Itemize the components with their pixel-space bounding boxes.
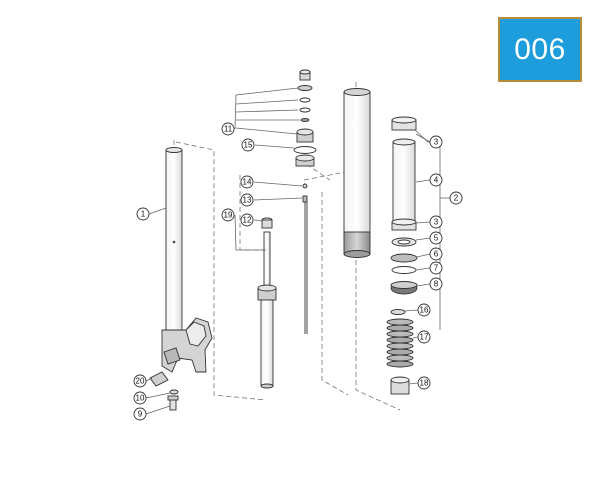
svg-text:18: 18 (420, 379, 429, 388)
callout-1: 1 (136, 207, 150, 221)
svg-text:15: 15 (244, 141, 253, 150)
svg-text:16: 16 (420, 306, 429, 315)
callout-8: 8 (429, 277, 443, 291)
callout-3-bottom: 3 (429, 215, 443, 229)
callout-17: 17 (417, 330, 431, 344)
svg-text:1: 1 (141, 210, 146, 219)
axle-clamp-parts (149, 371, 179, 411)
spring-assembly-parts (386, 116, 418, 395)
callout-18: 18 (417, 376, 431, 390)
callout-2: 2 (449, 191, 463, 205)
svg-text:2: 2 (454, 194, 459, 203)
svg-text:17: 17 (420, 333, 429, 342)
callout-20: 20 (133, 374, 147, 388)
coil-spring (386, 318, 414, 368)
callout-13: 13 (240, 193, 254, 207)
svg-text:3: 3 (434, 138, 439, 147)
diagram-number-label: 006 (514, 32, 566, 66)
callout-14: 14 (240, 175, 254, 189)
cartridge-top-parts (293, 69, 317, 167)
damper-cartridge (257, 217, 277, 389)
callout-16: 16 (417, 303, 431, 317)
callout-19: 19 (221, 208, 235, 222)
callout-15: 15 (241, 138, 255, 152)
callout-5: 5 (429, 231, 443, 245)
svg-text:19: 19 (224, 211, 233, 220)
callout-10: 10 (133, 391, 147, 405)
diagram-number-badge: 006 (498, 17, 582, 82)
svg-text:20: 20 (136, 377, 145, 386)
callout-9: 9 (133, 407, 147, 421)
inner-fork-tube (343, 88, 371, 258)
callout-12: 12 (240, 213, 254, 227)
svg-text:9: 9 (138, 410, 143, 419)
svg-text:11: 11 (224, 125, 233, 134)
svg-text:5: 5 (434, 234, 439, 243)
callout-7: 7 (429, 261, 443, 275)
callout-4: 4 (429, 173, 443, 187)
callout-6: 6 (429, 247, 443, 261)
svg-text:10: 10 (136, 394, 145, 403)
svg-text:12: 12 (243, 216, 252, 225)
callout-11: 11 (221, 122, 235, 136)
outer-fork-tube (161, 147, 213, 373)
svg-text:3: 3 (434, 218, 439, 227)
svg-text:6: 6 (434, 250, 439, 259)
svg-text:7: 7 (434, 264, 439, 273)
svg-text:13: 13 (243, 196, 252, 205)
svg-text:4: 4 (434, 176, 439, 185)
damper-rod (302, 183, 308, 334)
callout-3-top: 3 (429, 135, 443, 149)
svg-text:8: 8 (434, 280, 439, 289)
svg-text:14: 14 (243, 178, 252, 187)
